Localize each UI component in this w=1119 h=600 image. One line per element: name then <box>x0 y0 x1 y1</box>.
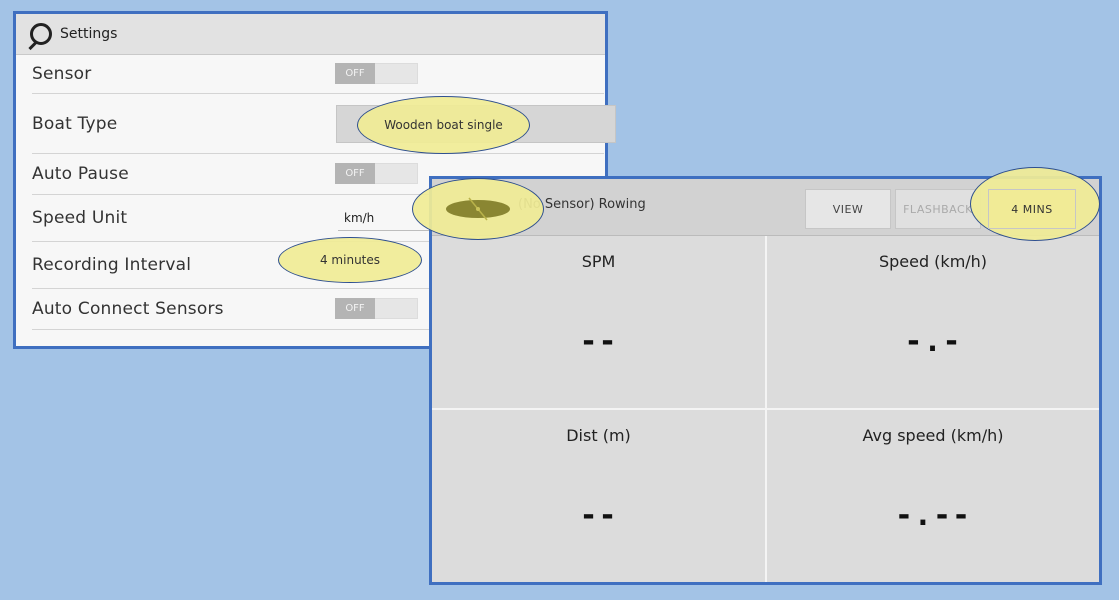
recording-interval-value-highlight[interactable]: 4 minutes <box>278 237 422 283</box>
rowing-boat-icon <box>446 197 510 221</box>
boat-type-label: Boat Type <box>32 113 118 134</box>
metric-dist: Dist (m) -- <box>432 410 765 582</box>
setting-row-sensor: Sensor OFF <box>32 55 604 94</box>
metric-spm: SPM -- <box>432 236 765 408</box>
metric-avg-speed: Avg speed (km/h) -.-- <box>767 410 1099 582</box>
setting-row-auto-pause: Auto Pause OFF <box>32 154 604 195</box>
auto-pause-toggle[interactable]: OFF <box>335 163 418 184</box>
rowing-title: (No Sensor) Rowing <box>518 197 646 212</box>
view-button[interactable]: VIEW <box>805 189 891 229</box>
metric-speed: Speed (km/h) -.- <box>767 236 1099 408</box>
settings-header: Settings <box>16 14 605 55</box>
auto-pause-label: Auto Pause <box>32 164 129 184</box>
speed-unit-select[interactable]: km/h <box>338 206 464 231</box>
metric-dist-title: Dist (m) <box>566 426 631 445</box>
speed-unit-label: Speed Unit <box>32 208 128 228</box>
metric-speed-title: Speed (km/h) <box>878 252 988 271</box>
recording-interval-label: Recording Interval <box>32 255 192 275</box>
rowing-panel: (No Sensor) Rowing VIEW FLASHBACK SPM --… <box>429 176 1102 585</box>
auto-connect-toggle-knob: OFF <box>335 298 375 319</box>
grid-divider-horizontal <box>432 408 1099 410</box>
settings-title: Settings <box>60 26 118 42</box>
interval-mins-button[interactable]: 4 MINS <box>988 189 1076 229</box>
metric-spm-title: SPM <box>581 252 616 271</box>
metrics-grid: SPM -- Speed (km/h) -.- Dist (m) -- Avg … <box>432 236 1099 582</box>
boat-icon-highlight[interactable] <box>412 178 544 240</box>
boat-type-value-highlight[interactable]: Wooden boat single <box>357 96 530 154</box>
metric-spm-value: -- <box>579 324 618 359</box>
metric-dist-value: -- <box>579 498 618 533</box>
setting-row-recording-interval: Recording Interval <box>32 242 604 289</box>
sensor-toggle[interactable]: OFF <box>335 63 418 84</box>
auto-connect-label: Auto Connect Sensors <box>32 299 224 319</box>
metric-avg-speed-title: Avg speed (km/h) <box>862 426 1004 445</box>
auto-pause-toggle-knob: OFF <box>335 163 375 184</box>
sensor-toggle-knob: OFF <box>335 63 375 84</box>
setting-row-auto-connect: Auto Connect Sensors OFF <box>32 289 604 330</box>
app-logo-icon[interactable] <box>30 23 52 45</box>
auto-connect-toggle[interactable]: OFF <box>335 298 418 319</box>
metric-speed-value: -.- <box>904 324 962 359</box>
metric-avg-speed-value: -.-- <box>894 498 972 533</box>
sensor-label: Sensor <box>32 64 92 84</box>
flashback-button[interactable]: FLASHBACK <box>895 189 981 229</box>
